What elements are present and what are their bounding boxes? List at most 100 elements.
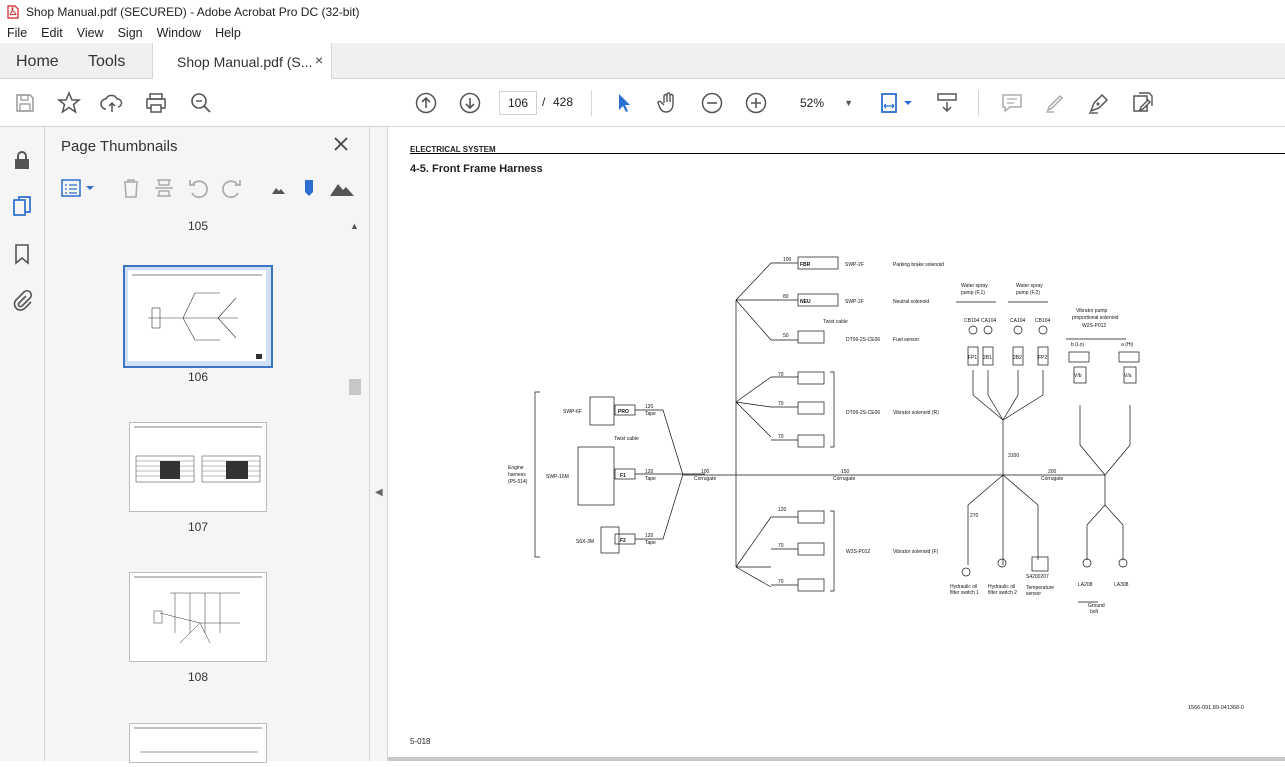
- window-title: Shop Manual.pdf (SECURED) - Adobe Acroba…: [26, 4, 360, 19]
- diagram-label: proportional solenoid: [1072, 315, 1119, 321]
- diagram-label: S4200207: [1026, 574, 1049, 580]
- menu-sign[interactable]: Sign: [117, 26, 143, 40]
- header-rule: [410, 153, 1285, 154]
- bookmarks-icon[interactable]: [11, 243, 33, 265]
- scroll-up-icon[interactable]: ▲: [350, 221, 359, 231]
- diagram-label: SWP-6F: [563, 409, 582, 415]
- previous-page-icon[interactable]: [414, 91, 438, 115]
- edit-pdf-icon[interactable]: [1131, 91, 1155, 115]
- diagram-label: sensor: [1026, 591, 1041, 597]
- thumbnail-preview: [134, 576, 262, 644]
- comment-icon[interactable]: [1000, 91, 1024, 115]
- close-icon[interactable]: [333, 136, 349, 152]
- highlight-pen-icon[interactable]: [1043, 91, 1067, 115]
- diagram-label: 70: [778, 434, 784, 440]
- tab-tools[interactable]: Tools: [88, 53, 126, 70]
- thumbnail-page-108[interactable]: [129, 572, 267, 662]
- page-thumbnails-icon[interactable]: [11, 195, 33, 217]
- delete-pages-icon[interactable]: [120, 177, 142, 199]
- diagram-label: filter switch 1: [950, 590, 979, 596]
- diagram-label: Water spray: [1016, 283, 1043, 289]
- diagram-label: Tape: [645, 540, 656, 546]
- next-page-icon[interactable]: [458, 91, 482, 115]
- small-thumbnails-icon[interactable]: [268, 177, 290, 199]
- tab-document[interactable]: Shop Manual.pdf (S... ×: [152, 43, 332, 79]
- left-navigation-rail: [0, 127, 45, 761]
- diagram-label: 150: [841, 469, 850, 475]
- extract-pages-icon[interactable]: [153, 177, 175, 199]
- large-thumbnails-icon[interactable]: [329, 177, 355, 199]
- tab-close-icon[interactable]: ×: [315, 52, 324, 68]
- diagram-label: FP2: [1038, 355, 1047, 361]
- diagram-label: a (Hi): [1121, 342, 1134, 348]
- thumbnail-label: 108: [187, 670, 209, 684]
- zoom-in-icon[interactable]: [744, 91, 768, 115]
- diagram-label: F1: [620, 473, 626, 479]
- thumbnail-size-slider-icon[interactable]: [298, 177, 320, 199]
- diagram-label: Vibrator pump: [1076, 308, 1108, 314]
- diagram-label: 2B1: [983, 355, 992, 361]
- menu-bar: File Edit View Sign Window Help: [0, 23, 1285, 43]
- diagram-label: Ground: [1088, 603, 1105, 609]
- thumbnail-page-107[interactable]: [129, 422, 267, 512]
- rotate-left-icon[interactable]: [187, 177, 209, 199]
- menu-view[interactable]: View: [76, 26, 104, 40]
- diagram-label: 120: [645, 469, 654, 475]
- thumbnail-preview: [134, 727, 262, 753]
- tab-bar: Home Tools Shop Manual.pdf (S... ×: [0, 43, 1285, 79]
- page-fit-chevron-icon[interactable]: [902, 91, 914, 115]
- menu-file[interactable]: File: [7, 26, 28, 40]
- horizontal-scrollbar[interactable]: [388, 757, 1285, 761]
- attachments-icon[interactable]: [11, 289, 33, 311]
- diagram-label: 3100: [1008, 453, 1019, 459]
- diagram-label: harness: [508, 472, 526, 478]
- panel-collapse-handle[interactable]: ◀: [370, 127, 388, 761]
- diagram-label: Fuel sensor: [893, 337, 919, 343]
- menu-edit[interactable]: Edit: [41, 26, 63, 40]
- diagram-label: W2S-P012: [1082, 323, 1106, 329]
- page-fit-icon[interactable]: [878, 91, 902, 115]
- thumbnail-page-106[interactable]: [123, 265, 273, 368]
- lock-icon[interactable]: [11, 149, 33, 171]
- toolbar-divider: [591, 90, 592, 116]
- diagram-label: SWP-16M: [546, 474, 569, 480]
- select-pointer-icon[interactable]: [612, 91, 636, 115]
- diagram-label: 100: [783, 257, 792, 263]
- diagram-label: 70: [778, 579, 784, 585]
- save-icon[interactable]: [13, 91, 37, 115]
- search-zoom-icon[interactable]: [189, 91, 213, 115]
- zoom-level-dropdown[interactable]: 52% ▼: [791, 91, 859, 115]
- diagram-label: NEU: [800, 299, 811, 305]
- tab-home[interactable]: Home: [16, 53, 59, 70]
- thumbnail-scrollbar[interactable]: ▲: [347, 219, 363, 761]
- bookmark-star-icon[interactable]: [57, 91, 81, 115]
- wiring-diagram: Engine harness (P5-014) SWP-6F PRO SWP-1…: [508, 256, 1140, 615]
- menu-help[interactable]: Help: [215, 26, 241, 40]
- thumbnail-label: 105: [187, 219, 209, 233]
- thumbnail-options-icon[interactable]: [61, 177, 95, 199]
- print-icon[interactable]: [144, 91, 168, 115]
- diagram-label: CB104: [964, 318, 980, 324]
- scrollbar-thumb[interactable]: [349, 379, 361, 395]
- menu-window[interactable]: Window: [156, 26, 202, 40]
- page-separator: /: [542, 95, 546, 109]
- diagram-label: S6X-3M: [576, 539, 594, 545]
- page-thumbnails-panel: Page Thumbnails 105 106: [45, 127, 370, 763]
- scroll-mode-icon[interactable]: [935, 91, 959, 115]
- diagram-label: filter switch 2: [988, 590, 1017, 596]
- hand-tool-icon[interactable]: [656, 91, 680, 115]
- thumbnail-page-109[interactable]: [129, 723, 267, 763]
- diagram-label: Vibrator solenoid (F): [893, 549, 939, 555]
- page-number-input[interactable]: 106: [499, 91, 537, 115]
- diagram-label: 120: [778, 507, 787, 513]
- diagram-label: 120: [645, 533, 654, 539]
- zoom-out-icon[interactable]: [700, 91, 724, 115]
- chevron-down-icon: ▼: [844, 98, 853, 108]
- rotate-right-icon[interactable]: [221, 177, 243, 199]
- sign-pen-icon[interactable]: [1087, 91, 1111, 115]
- diagram-label: 70: [778, 401, 784, 407]
- diagram-label: 200: [1048, 469, 1057, 475]
- share-upload-icon[interactable]: [100, 91, 124, 115]
- diagram-label: Corrugate: [694, 476, 716, 482]
- toolbar: 106 / 428 52% ▼: [0, 79, 1285, 127]
